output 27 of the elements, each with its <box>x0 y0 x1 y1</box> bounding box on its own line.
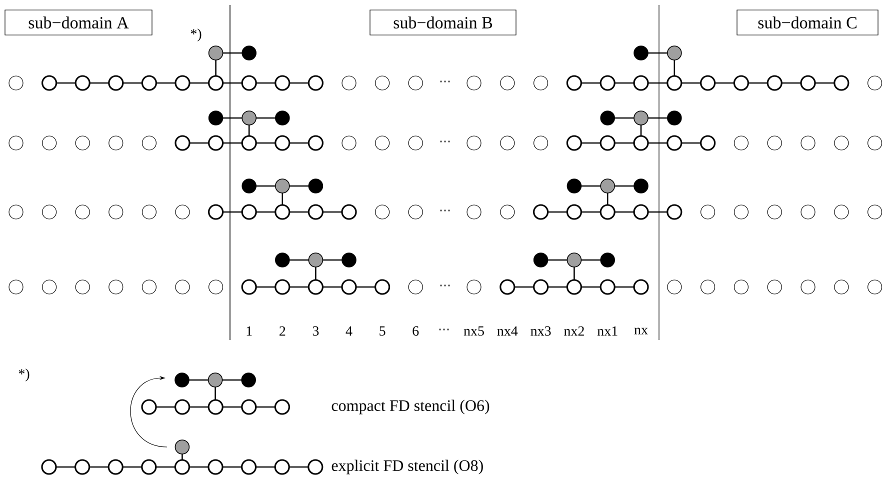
grid-index: nx3 <box>530 326 551 336</box>
grid-index: 3 <box>312 326 319 336</box>
ellipsis: ⋯ <box>440 80 450 82</box>
grid-index: 5 <box>380 326 386 336</box>
label-box: sub−domain C <box>736 10 878 36</box>
stencil-caption: compact FD stencil (O6) <box>332 400 490 414</box>
grid-index: nx5 <box>464 326 484 336</box>
grid-index: 6 <box>412 326 419 336</box>
label-box: sub−domain B <box>370 10 516 36</box>
ellipsis: ⋯ <box>439 328 449 330</box>
stencil-drawing <box>41 440 324 475</box>
grid-index: nx <box>634 328 648 334</box>
grid-index: nx2 <box>564 326 584 336</box>
stencil-caption: explicit FD stencil (O8) <box>332 460 483 474</box>
grid-index: 2 <box>280 326 286 336</box>
ellipsis: ⋯ <box>440 284 450 286</box>
curved-arrow <box>130 376 168 448</box>
ellipsis: ⋯ <box>440 210 450 212</box>
label-box: sub−domain A <box>4 10 152 36</box>
grid-index: 1 <box>246 326 252 336</box>
footnote-mark: *) <box>190 28 202 42</box>
ellipsis: ⋯ <box>440 140 450 142</box>
grid-index: 4 <box>346 326 352 336</box>
stencil-drawing <box>141 372 290 415</box>
footnote-mark: *) <box>18 368 30 382</box>
grid-index: nx1 <box>597 326 618 336</box>
grid-index: nx4 <box>497 326 518 336</box>
